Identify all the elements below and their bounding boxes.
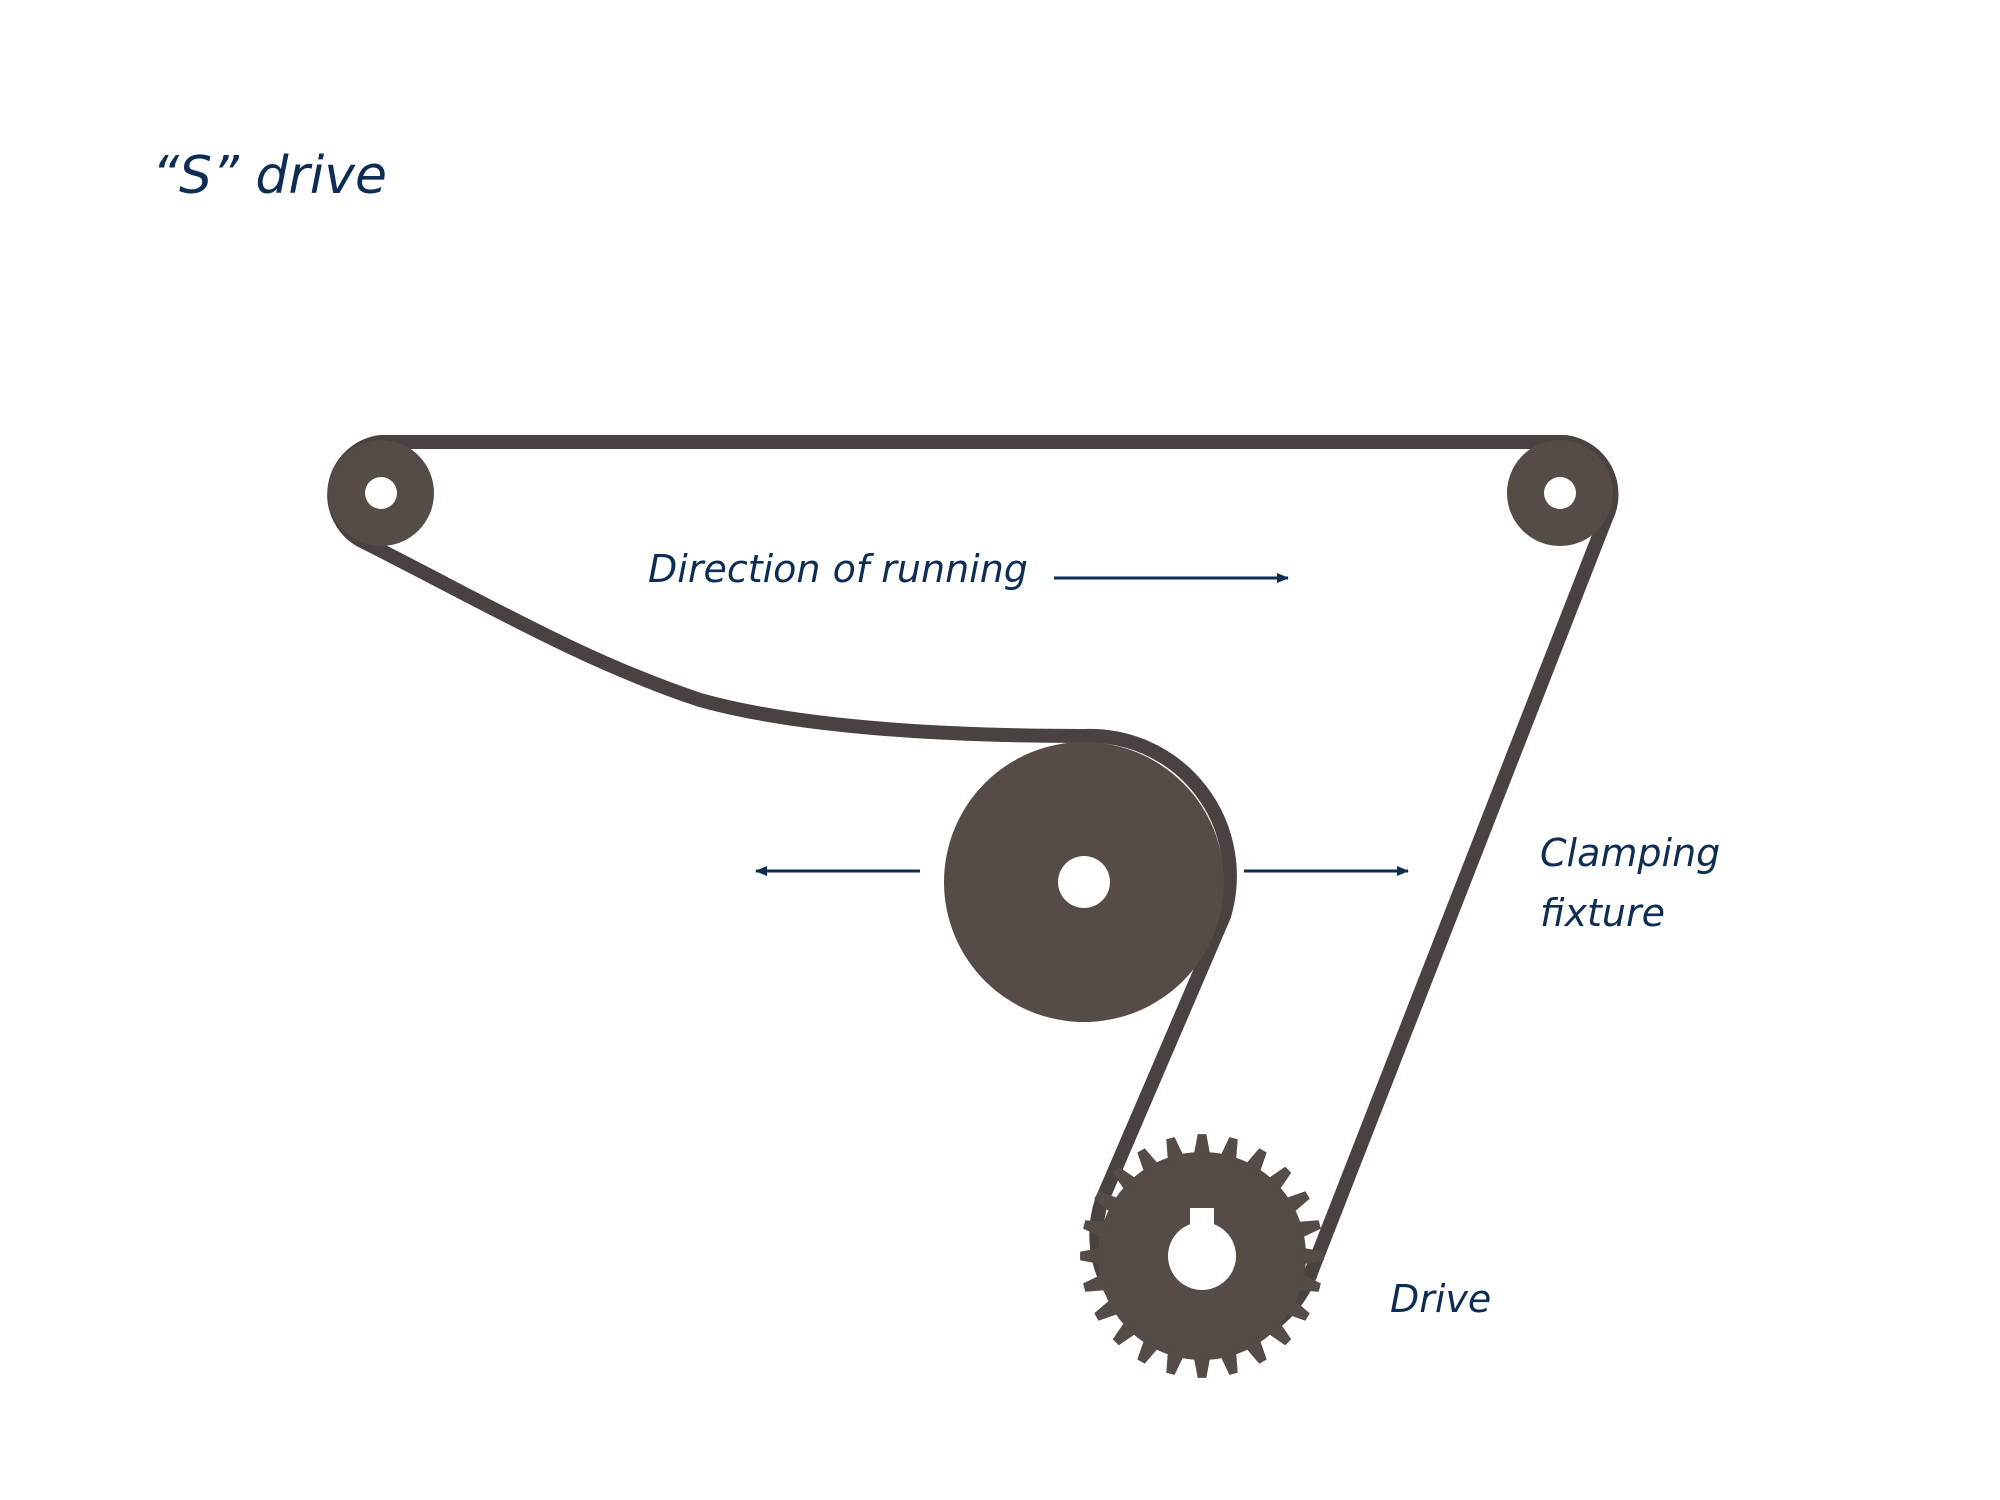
sprocket-tooth: [1244, 1148, 1267, 1174]
sprocket-tooth: [1219, 1137, 1238, 1162]
sprocket-tooth: [1284, 1298, 1310, 1321]
page-title: “S” drive: [152, 146, 387, 206]
clamping-label-line1: Clamping: [1540, 831, 1720, 875]
sprocket-tooth: [1219, 1350, 1238, 1375]
sprocket-tooth: [1301, 1247, 1324, 1265]
sprocket-tooth: [1284, 1191, 1310, 1214]
drive-sprocket: [1080, 1134, 1324, 1378]
sprocket-tooth: [1083, 1273, 1108, 1292]
sprocket-tooth: [1137, 1338, 1160, 1364]
drive-label: Drive: [1390, 1277, 1491, 1321]
right-idler-pulley: [1507, 440, 1613, 546]
sprocket-tooth: [1166, 1137, 1185, 1162]
sprocket-tooth: [1296, 1220, 1321, 1239]
sprocket-tooth: [1244, 1338, 1267, 1364]
sprocket-tooth: [1094, 1191, 1120, 1214]
sprocket-tooth: [1112, 1166, 1138, 1192]
sprocket-tooth: [1193, 1355, 1211, 1378]
toothed-sprocket-icon: [1080, 1134, 1324, 1378]
sprocket-tooth: [1193, 1134, 1211, 1157]
sprocket-tooth: [1112, 1320, 1138, 1346]
sprocket-tooth: [1083, 1220, 1108, 1239]
sprocket-tooth: [1094, 1298, 1120, 1321]
direction-label: Direction of running: [648, 547, 1028, 591]
sprocket-tooth: [1266, 1320, 1292, 1346]
clamping-label-line2: fixture: [1540, 891, 1665, 935]
sprocket-tooth: [1296, 1273, 1321, 1292]
sprocket-tooth: [1266, 1166, 1292, 1192]
sprocket-tooth: [1166, 1350, 1185, 1375]
sprocket-tooth: [1137, 1148, 1160, 1174]
sprocket-tooth: [1080, 1247, 1103, 1265]
tension-pulley: [944, 742, 1224, 1022]
left-idler-pulley: [328, 440, 434, 546]
